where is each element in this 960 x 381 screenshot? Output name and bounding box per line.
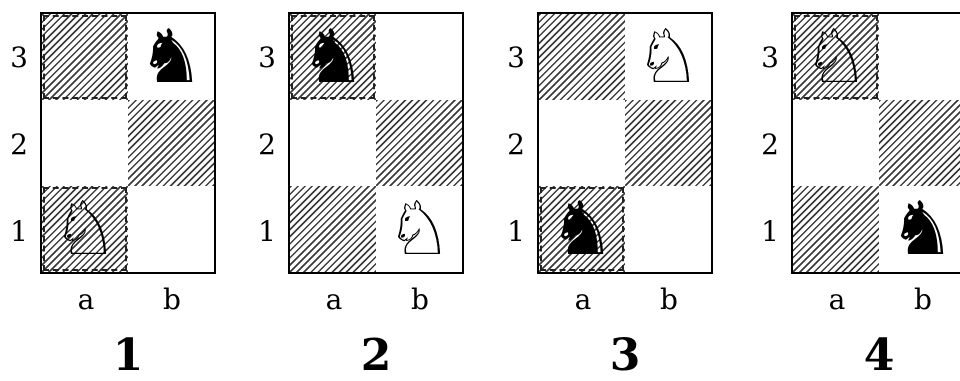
square-b3 <box>879 14 960 100</box>
diagram-panel-2: 3 2 1 ♞ ♘ a b 2 <box>248 0 488 380</box>
chess-board: ♞ ♘ <box>40 12 216 274</box>
rank-label-1: 1 <box>4 218 34 246</box>
chess-board: ♘ ♞ <box>791 12 960 274</box>
white-knight-icon: ♘ <box>52 192 118 266</box>
black-knight-icon: ♞ <box>889 192 955 266</box>
black-knight-icon: ♞ <box>300 20 366 94</box>
square-a2 <box>539 100 625 186</box>
white-knight-icon: ♘ <box>803 20 869 94</box>
square-b2 <box>879 100 960 186</box>
file-label-b: b <box>376 286 464 314</box>
black-knight-icon: ♞ <box>138 20 204 94</box>
square-a1 <box>290 186 376 272</box>
square-b1 <box>128 186 214 272</box>
file-label-b: b <box>128 286 216 314</box>
square-a1: ♞ <box>539 186 625 272</box>
square-a3: ♘ <box>793 14 879 100</box>
panel-number: 1 <box>40 334 216 378</box>
white-knight-icon: ♘ <box>386 192 452 266</box>
square-b1: ♞ <box>879 186 960 272</box>
rank-label-1: 1 <box>755 218 785 246</box>
file-label-a: a <box>539 286 627 314</box>
rank-label-3: 3 <box>4 44 34 72</box>
square-a2 <box>290 100 376 186</box>
file-label-b: b <box>879 286 960 314</box>
square-a3: ♞ <box>290 14 376 100</box>
rank-label-3: 3 <box>755 44 785 72</box>
panel-number: 2 <box>288 334 464 378</box>
square-b3: ♞ <box>128 14 214 100</box>
file-label-a: a <box>793 286 881 314</box>
rank-label-1: 1 <box>501 218 531 246</box>
rank-label-2: 2 <box>4 131 34 159</box>
panel-number: 4 <box>791 334 960 378</box>
white-knight-icon: ♘ <box>635 20 701 94</box>
diagram-panel-4: 3 2 1 ♘ ♞ a b 4 <box>751 0 960 380</box>
square-a2 <box>793 100 879 186</box>
file-label-a: a <box>42 286 130 314</box>
square-b1: ♘ <box>376 186 462 272</box>
diagram-panel-1: 3 2 1 ♞ ♘ a b 1 <box>0 0 240 380</box>
square-a1: ♘ <box>42 186 128 272</box>
rank-label-3: 3 <box>252 44 282 72</box>
square-b2 <box>128 100 214 186</box>
rank-label-3: 3 <box>501 44 531 72</box>
rank-label-2: 2 <box>252 131 282 159</box>
chess-board: ♘ ♞ <box>537 12 713 274</box>
rank-label-1: 1 <box>252 218 282 246</box>
square-b2 <box>376 100 462 186</box>
square-a3 <box>539 14 625 100</box>
rank-label-2: 2 <box>755 131 785 159</box>
square-b3 <box>376 14 462 100</box>
square-b2 <box>625 100 711 186</box>
panel-number: 3 <box>537 334 713 378</box>
diagram-panel-3: 3 2 1 ♘ ♞ a b 3 <box>497 0 737 380</box>
black-knight-icon: ♞ <box>549 192 615 266</box>
square-a2 <box>42 100 128 186</box>
square-a1 <box>793 186 879 272</box>
file-label-a: a <box>290 286 378 314</box>
rank-label-2: 2 <box>501 131 531 159</box>
file-label-b: b <box>625 286 713 314</box>
chess-board: ♞ ♘ <box>288 12 464 274</box>
square-a3 <box>42 14 128 100</box>
square-b3: ♘ <box>625 14 711 100</box>
square-b1 <box>625 186 711 272</box>
